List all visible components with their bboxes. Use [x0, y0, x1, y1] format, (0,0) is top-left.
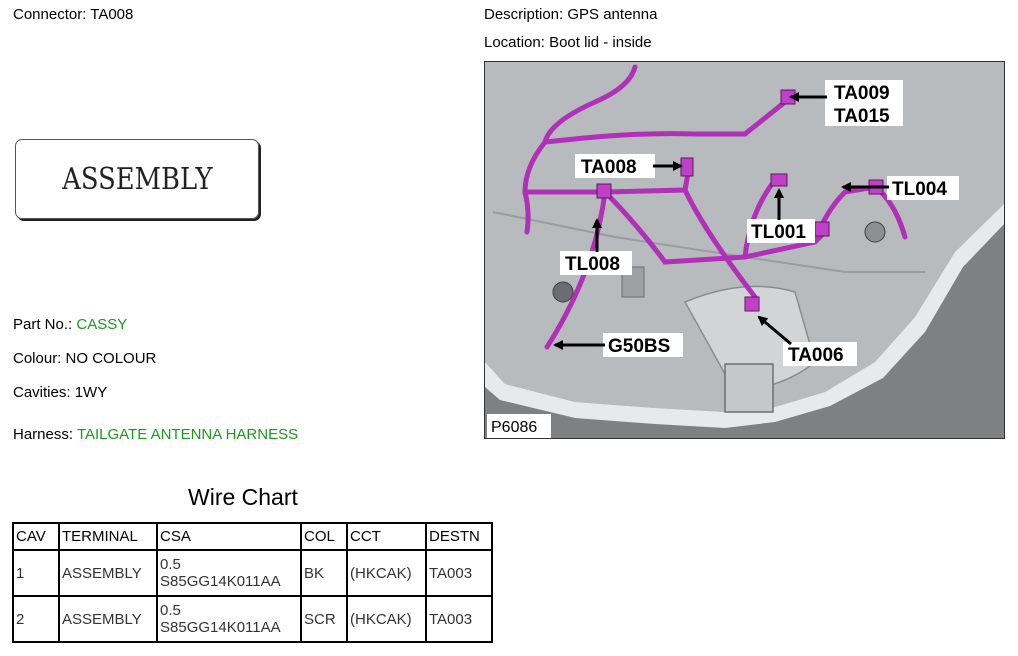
- cell-destn[interactable]: TA003: [425, 595, 493, 643]
- cavities-value: 1WY: [74, 384, 108, 401]
- cell-col: SCR: [300, 595, 348, 643]
- callout-tl004: TL004: [841, 176, 959, 200]
- boot-lid-edge: [485, 203, 1004, 428]
- location-figure: TA009 TA015 TA008 TL004 TL001 TL008 G50B…: [484, 61, 1005, 439]
- location-label: Location:: [484, 34, 545, 51]
- hinge-bolt: [864, 221, 886, 243]
- cell-cav: 2: [12, 595, 60, 643]
- picture-number: P6086: [491, 419, 537, 436]
- description-value: GPS antenna: [567, 6, 658, 23]
- cell-csa: 0.5 S85GG14K011AA: [156, 595, 302, 643]
- callout-tl001-label: TL001: [751, 222, 806, 243]
- part-no-label: Part No.:: [13, 316, 73, 333]
- cell-cct: (HKCAK): [346, 595, 427, 643]
- table-row: 2 ASSEMBLY 0.5 S85GG14K011AA SCR (HKCAK)…: [12, 595, 493, 643]
- boot-lid-panel: [485, 62, 1004, 412]
- cell-col: BK: [300, 549, 348, 597]
- wire-chart-title: Wire Chart: [188, 484, 298, 510]
- cell-destn[interactable]: TA003: [425, 549, 493, 597]
- location-value: Boot lid - inside: [549, 34, 652, 51]
- table-row: 1 ASSEMBLY 0.5 S85GG14K011AA BK (HKCAK) …: [12, 549, 493, 597]
- cavities-label: Cavities:: [13, 384, 71, 401]
- callout-ta008-label: TA008: [581, 157, 637, 178]
- part-no-line: Part No.: CASSY: [13, 316, 127, 333]
- cell-cct: (HKCAK): [346, 549, 427, 597]
- callout-ta015: TA015: [834, 106, 890, 127]
- connector-face-image: ASSEMBLY: [15, 139, 259, 219]
- callout-ta008: TA008: [575, 154, 683, 178]
- grommet: [552, 281, 574, 303]
- csa-code: S85GG14K011AA: [160, 573, 281, 590]
- csa-size: 0.5: [160, 602, 181, 619]
- callout-ta009: TA009: [834, 83, 890, 104]
- wire-chart-table: CAV TERMINAL CSA COL CCT DESTN 1 ASSEMBL…: [12, 522, 493, 643]
- connector-label: Connector:: [13, 6, 87, 23]
- location-figure-svg: TA009 TA015 TA008 TL004 TL001 TL008 G50B…: [485, 62, 1004, 438]
- callout-tl004-label: TL004: [892, 179, 947, 200]
- callout-g50bs: G50BS: [553, 333, 683, 357]
- latch-block: [724, 363, 774, 413]
- callout-g50bs-label: G50BS: [608, 336, 670, 357]
- callout-tl008: TL008: [560, 218, 632, 275]
- csa-code: S85GG14K011AA: [160, 619, 281, 636]
- header-cav: CAV: [12, 522, 60, 551]
- header-destn: DESTN: [425, 522, 493, 551]
- cavities-line: Cavities: 1WY: [13, 384, 107, 401]
- cell-csa: 0.5 S85GG14K011AA: [156, 549, 302, 597]
- harness-value[interactable]: TAILGATE ANTENNA HARNESS: [76, 426, 299, 443]
- cell-terminal: ASSEMBLY: [58, 549, 158, 597]
- harness-line: Harness: TAILGATE ANTENNA HARNESS: [13, 426, 298, 443]
- wire-chart-header-row: CAV TERMINAL CSA COL CCT DESTN: [12, 522, 493, 551]
- callout-tl008-label: TL008: [565, 254, 620, 275]
- csa-size: 0.5: [160, 556, 181, 573]
- description-line: Description: GPS antenna: [484, 6, 657, 23]
- location-line: Location: Boot lid - inside: [484, 34, 652, 51]
- description-label: Description:: [484, 6, 564, 23]
- picture-number-bg: [487, 414, 551, 438]
- header-csa: CSA: [156, 522, 302, 551]
- callout-ta006: TA006: [757, 315, 857, 366]
- part-no-value[interactable]: CASSY: [76, 316, 128, 333]
- callout-ta009-ta015: TA009 TA015: [789, 80, 903, 127]
- colour-line: Colour: NO COLOUR: [13, 350, 156, 367]
- cell-cav: 1: [12, 549, 60, 597]
- connector-value: TA008: [90, 6, 134, 23]
- header-cct: CCT: [346, 522, 427, 551]
- assembly-label: ASSEMBLY: [61, 161, 213, 197]
- colour-value: NO COLOUR: [65, 350, 157, 367]
- callout-tl001: TL001: [747, 188, 815, 243]
- connector-line: Connector: TA008: [13, 6, 133, 23]
- colour-label: Colour:: [13, 350, 62, 367]
- header-terminal: TERMINAL: [58, 522, 158, 551]
- harness-label: Harness:: [13, 426, 74, 443]
- callout-ta006-label: TA006: [788, 345, 844, 366]
- header-col: COL: [300, 522, 348, 551]
- cell-terminal: ASSEMBLY: [58, 595, 158, 643]
